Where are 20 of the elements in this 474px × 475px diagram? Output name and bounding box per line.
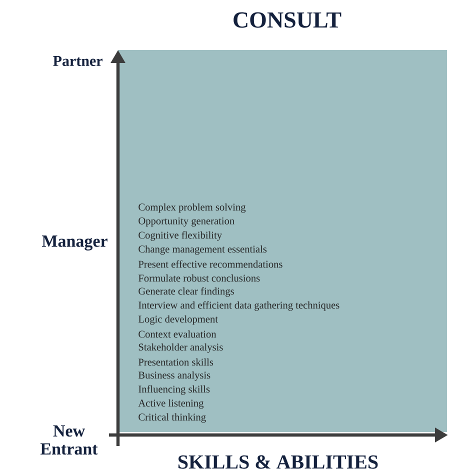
axis-label: Partner: [53, 56, 102, 66]
skill-item: Context evaluation: [138, 330, 216, 338]
skill-item: Business analysis: [138, 371, 210, 381]
skill-item: Present effective recommendations: [138, 260, 282, 268]
skill-item: Presentation skills: [138, 358, 214, 366]
title: CONSULT: [234, 12, 342, 28]
skill-item: Complex problem solving: [138, 203, 246, 213]
skill-item: Logic development: [138, 315, 218, 325]
skill-item: Interview and efficient data gathering techniques: [138, 301, 340, 311]
skill-item: Change management essentials: [138, 245, 267, 255]
skill-item: Influencing skills: [138, 385, 210, 395]
skill-item: Active listening: [138, 399, 204, 409]
skill-item: Cognitive flexibility: [138, 231, 222, 241]
axis-label: New Entrant: [40, 425, 98, 455]
skill-item: Stakeholder analysis: [138, 343, 223, 353]
skill-item: Formulate robust conclusions: [138, 274, 260, 282]
skill-item: Generate clear findings: [138, 287, 234, 297]
skill-item: Critical thinking: [138, 413, 206, 423]
skill-item: Opportunity generation: [138, 217, 234, 227]
axis-title: SKILLS & ABILITIES: [178, 455, 378, 469]
